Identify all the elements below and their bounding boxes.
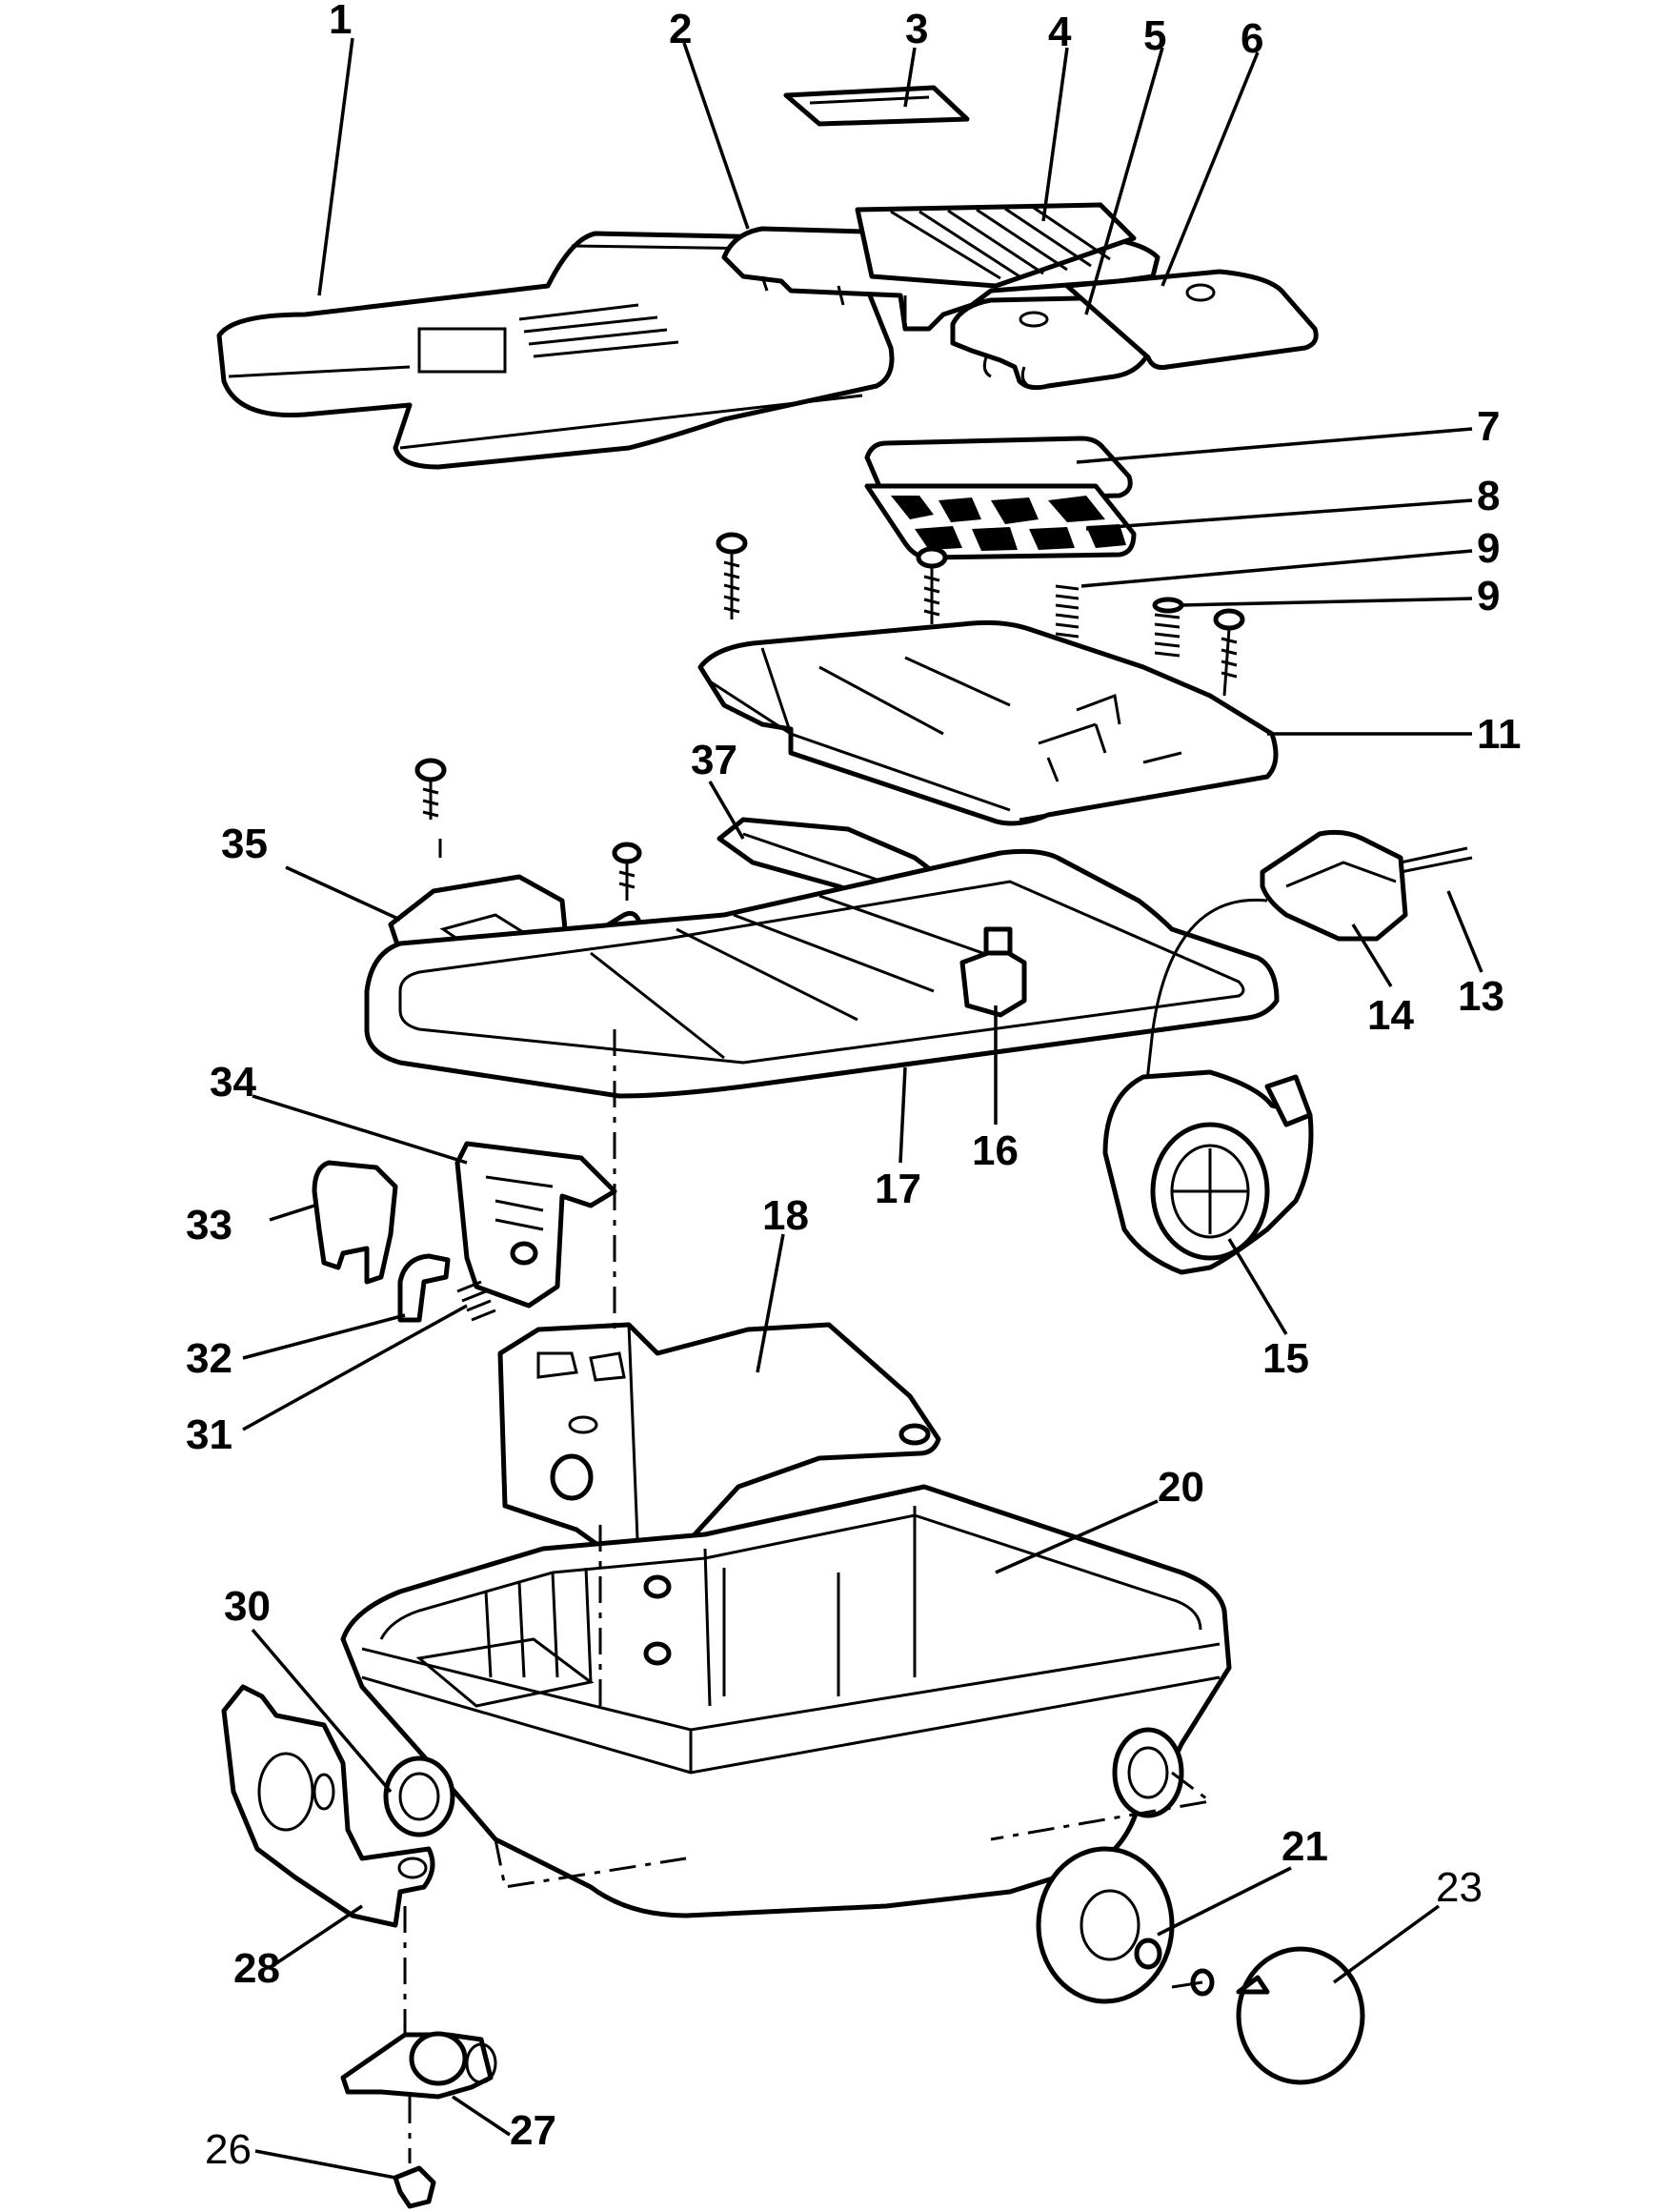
callout-17: 17 xyxy=(875,1166,921,1212)
part-8-mesh-filter xyxy=(864,483,1137,560)
callout-15: 15 xyxy=(1262,1335,1309,1382)
part-16-switch xyxy=(959,926,1027,1018)
power-cord xyxy=(1141,898,1268,1116)
part-26-pin xyxy=(393,2165,436,2209)
callout-32: 32 xyxy=(186,1335,232,1382)
callout-27: 27 xyxy=(510,2107,556,2154)
callout-5: 5 xyxy=(1143,12,1166,59)
callout-20: 20 xyxy=(1158,1464,1204,1511)
callout-4: 4 xyxy=(1048,9,1072,55)
callout-33: 33 xyxy=(186,1202,232,1248)
part-14-connector xyxy=(1260,829,1408,942)
part-1-top-cover xyxy=(216,231,895,470)
callout-3: 3 xyxy=(905,6,928,52)
part-33-clip xyxy=(312,1160,398,1285)
leader-lines xyxy=(242,37,1483,2180)
callout-23: 23 xyxy=(1436,1864,1483,1911)
callout-9b: 9 xyxy=(1477,573,1500,619)
callout-13: 13 xyxy=(1458,973,1504,1020)
callout-35: 35 xyxy=(221,821,268,867)
screw-35 xyxy=(414,758,447,820)
callout-26: 26 xyxy=(205,2126,252,2173)
part-23-hub-cap xyxy=(1236,1946,1365,2085)
part-34-latch-plate xyxy=(454,1141,617,1309)
part-15-cord-reel xyxy=(1102,1069,1314,1275)
screw-35b xyxy=(612,842,642,901)
callout-7: 7 xyxy=(1477,403,1500,450)
part-11-motor-cover xyxy=(697,619,1279,826)
part-13-cable xyxy=(1400,846,1473,874)
callout-8: 8 xyxy=(1477,473,1500,519)
part-9-spring-a xyxy=(1055,584,1080,639)
callout-30: 30 xyxy=(224,1583,271,1630)
callout-16: 16 xyxy=(972,1127,1019,1174)
callout-1: 1 xyxy=(329,0,352,43)
part-32-hose xyxy=(397,1253,451,1323)
screw-right xyxy=(1213,608,1245,697)
callout-34: 34 xyxy=(210,1059,256,1106)
assembly-guide-lines xyxy=(403,839,1214,2163)
part-17-base-frame xyxy=(364,848,1280,1099)
callout-2: 2 xyxy=(669,6,692,52)
callout-18: 18 xyxy=(762,1192,809,1239)
part-21-wheel xyxy=(1036,1846,1175,2004)
callout-37: 37 xyxy=(691,737,737,783)
wheel-screw xyxy=(1171,1968,1215,1997)
callout-numbers: 1 2 3 4 5 6 7 8 9 9 11 13 14 15 16 17 18… xyxy=(186,0,1522,2173)
callout-28: 28 xyxy=(233,1945,280,1992)
callout-31: 31 xyxy=(186,1411,232,1458)
part-28-side-bracket xyxy=(221,1684,435,1928)
part-27-swivel-caster xyxy=(340,2031,497,2100)
screw-mid xyxy=(916,546,948,624)
callout-11: 11 xyxy=(1477,711,1522,758)
part-4-ribbed-grille xyxy=(855,202,1137,289)
rear-wheel xyxy=(1112,1727,1184,1818)
part-9-spring-b xyxy=(1152,597,1184,658)
part-30-ring xyxy=(383,1755,455,1837)
part-31-spring xyxy=(456,1280,496,1322)
callout-6: 6 xyxy=(1241,15,1263,62)
callout-21: 21 xyxy=(1281,1823,1328,1870)
callout-9a: 9 xyxy=(1477,525,1500,572)
callout-14: 14 xyxy=(1367,992,1414,1039)
screw-left xyxy=(716,532,748,619)
part-3-small-plate xyxy=(783,85,970,127)
part-6-cover-plate xyxy=(1064,269,1319,370)
